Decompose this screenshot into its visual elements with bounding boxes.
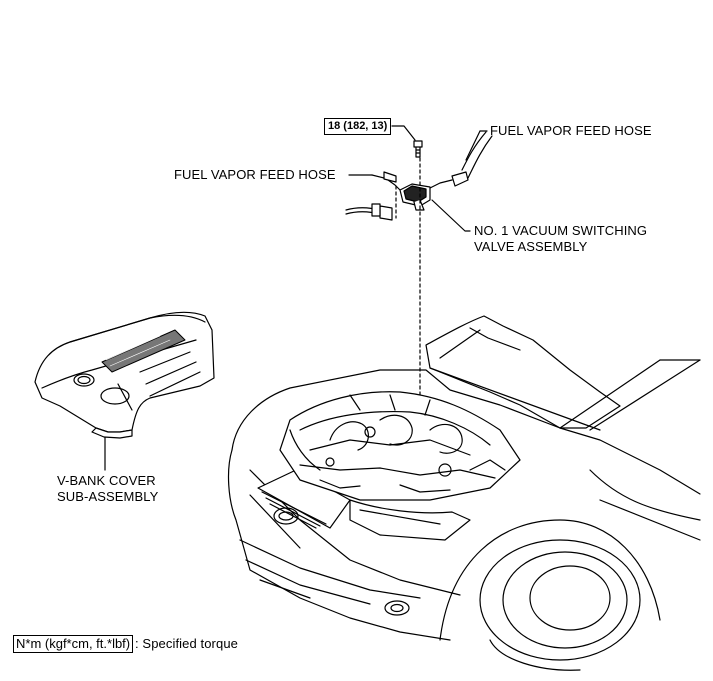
- vsv-label-line2: VALVE ASSEMBLY: [474, 239, 588, 254]
- v-bank-cover-label-line1: V-BANK COVER: [57, 473, 156, 488]
- v-bank-cover-drawing: [34, 311, 215, 439]
- vsv-assembly-drawing: [345, 131, 493, 441]
- bolt-icon: [413, 140, 423, 158]
- legend-description: : Specified torque: [135, 636, 238, 651]
- fuel-vapor-hose-left-label: FUEL VAPOR FEED HOSE: [174, 167, 336, 182]
- vehicle-front-drawing: [227, 315, 701, 671]
- bolt-group: [391, 125, 423, 158]
- hose-right-leader: [465, 130, 481, 161]
- torque-spec-box: 18 (182, 13): [324, 118, 392, 135]
- vsv-leader: [431, 199, 471, 232]
- vsv-label-line1: NO. 1 VACUUM SWITCHING: [474, 223, 648, 238]
- torque-leader-line: [391, 125, 416, 141]
- legend-unit-box: N*m (kgf*cm, ft.*lbf): [13, 635, 134, 653]
- v-bank-cover-label-line2: SUB-ASSEMBLY: [57, 489, 159, 504]
- fuel-vapor-hose-right-label: FUEL VAPOR FEED HOSE: [490, 123, 652, 138]
